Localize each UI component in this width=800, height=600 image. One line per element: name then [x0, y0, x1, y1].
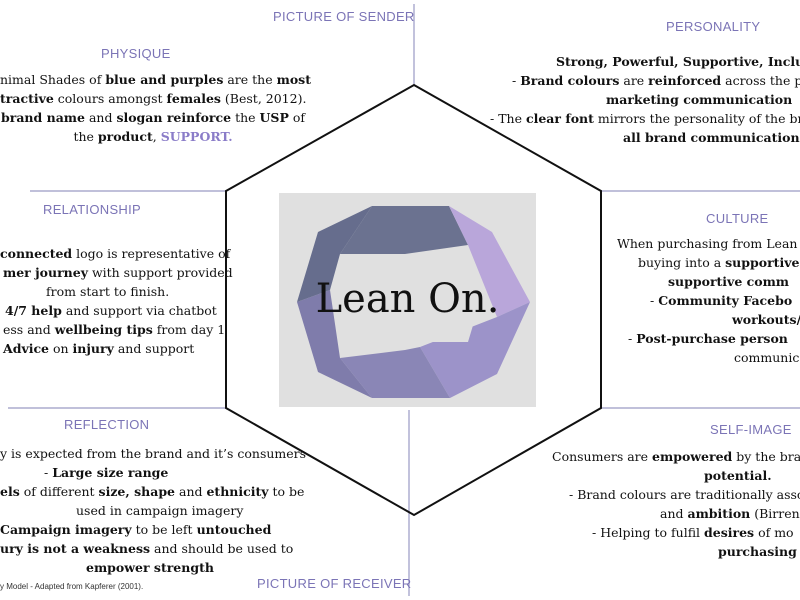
- heading-personality: PERSONALITY: [666, 19, 761, 34]
- personality-text: Strong, Powerful, Supportive, Inclu - Br…: [490, 54, 800, 145]
- heading-picture-of-receiver: PICTURE OF RECEIVER: [257, 576, 412, 591]
- heading-culture: CULTURE: [706, 211, 769, 226]
- source-caption: y Model - Adapted from Kapferer (2001).: [0, 582, 144, 591]
- logo-wordmark: Lean On.: [315, 276, 500, 322]
- central-hexagon: [225, 83, 602, 517]
- physique-text: nimal Shades of blue and purples are the…: [0, 72, 311, 144]
- heading-relationship: RELATIONSHIP: [43, 202, 141, 217]
- self-image-text: Consumers are empowered by the brand pot…: [552, 449, 800, 559]
- heading-self-image: SELF-IMAGE: [710, 422, 792, 437]
- culture-text: When purchasing from Lean O buying into …: [617, 236, 800, 365]
- reflection-text: y is expected from the brand and it’s co…: [0, 446, 307, 575]
- heading-reflection: REFLECTION: [64, 417, 150, 432]
- heading-physique: PHYSIQUE: [101, 46, 171, 61]
- relationship-text: connected logo is representative of mer …: [0, 246, 233, 356]
- heading-picture-of-sender: PICTURE OF SENDER: [273, 9, 415, 24]
